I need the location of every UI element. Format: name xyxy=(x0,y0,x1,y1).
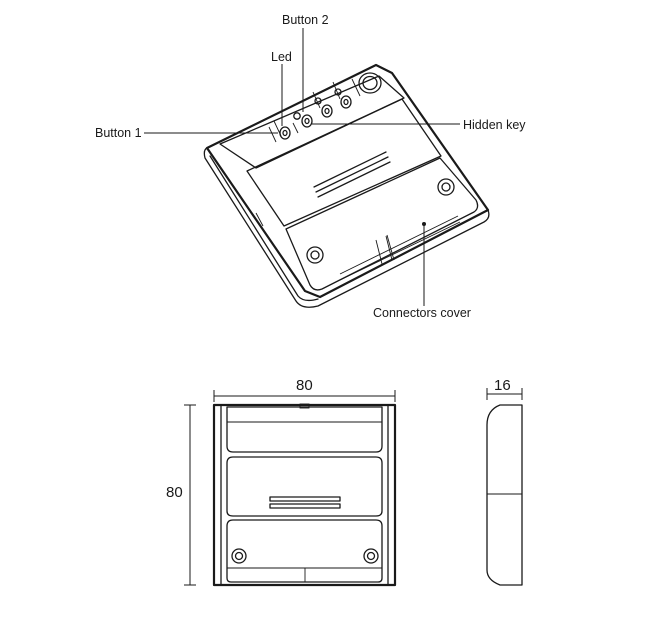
dimension-width: 80 xyxy=(296,377,313,394)
side-view xyxy=(486,388,523,586)
label-button-1: Button 1 xyxy=(95,126,142,140)
label-button-2: Button 2 xyxy=(282,13,329,27)
label-connectors-cover: Connectors cover xyxy=(373,306,471,320)
dimension-depth: 16 xyxy=(494,377,511,394)
label-hidden-key: Hidden key xyxy=(463,118,526,132)
isometric-view xyxy=(144,28,490,308)
label-led: Led xyxy=(271,50,292,64)
front-view xyxy=(184,390,397,587)
dimension-height: 80 xyxy=(166,484,183,501)
